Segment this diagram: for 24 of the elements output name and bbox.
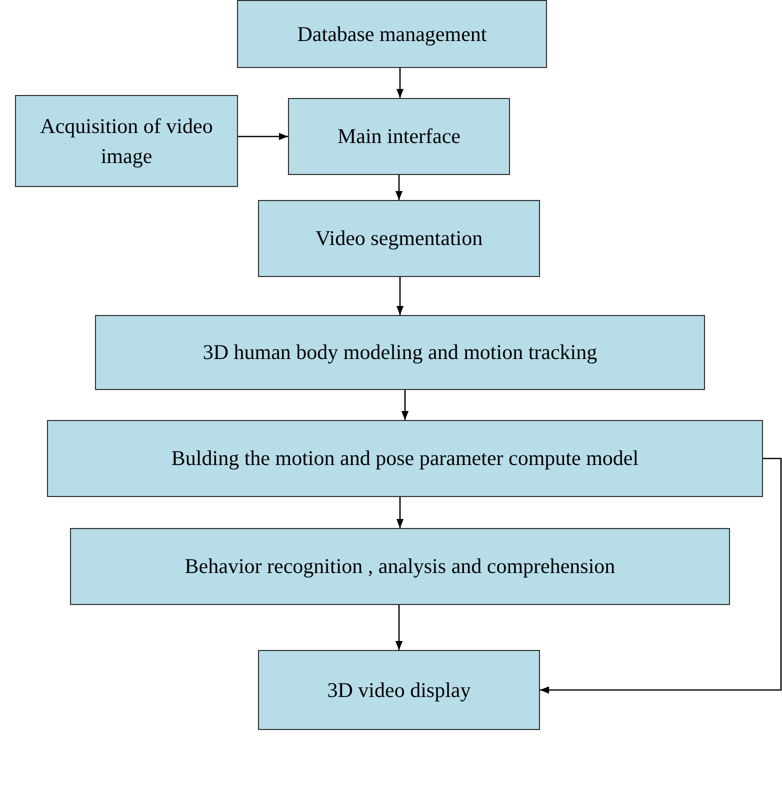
process-box bbox=[95, 315, 705, 390]
arrow bbox=[396, 68, 404, 98]
box-label: Database management bbox=[297, 20, 487, 48]
process-box bbox=[258, 650, 540, 730]
arrow bbox=[396, 277, 404, 315]
arrow bbox=[395, 605, 403, 650]
arrow bbox=[396, 497, 404, 528]
process-box bbox=[258, 200, 540, 277]
box-label: Bulding the motion and pose parameter compute model bbox=[171, 445, 639, 472]
process-box bbox=[70, 528, 730, 605]
arrow bbox=[395, 175, 403, 200]
box-label: Video segmentation bbox=[315, 225, 483, 252]
box-label: Main interface bbox=[337, 123, 461, 150]
process-box bbox=[15, 95, 238, 187]
box-label: 3D video display bbox=[327, 676, 471, 704]
box-label: 3D human body modeling and motion tracking bbox=[202, 339, 598, 366]
arrow bbox=[401, 390, 409, 420]
box-label: Acquisition of video image bbox=[39, 112, 214, 170]
process-box bbox=[47, 420, 763, 497]
process-box bbox=[288, 98, 510, 175]
arrow bbox=[238, 132, 288, 140]
process-box bbox=[237, 0, 547, 68]
arrow bbox=[540, 458, 782, 694]
box-label: Behavior recognition , analysis and comprehension bbox=[184, 553, 616, 580]
